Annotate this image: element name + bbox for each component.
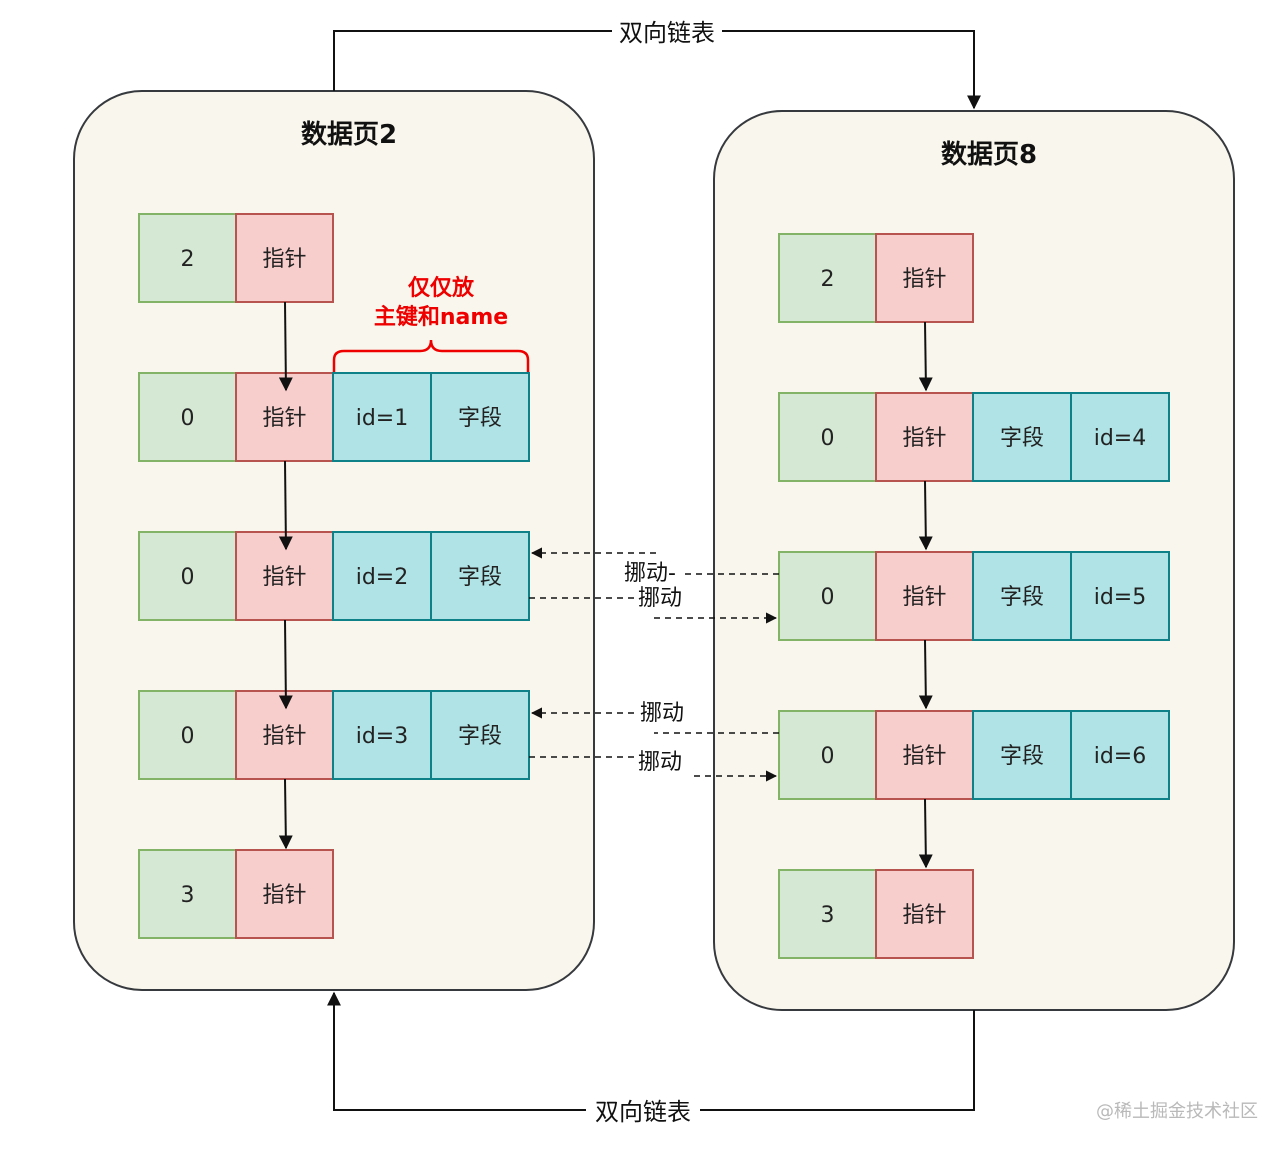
pointer-cell [875,392,974,482]
pointer-text: 指针 [902,585,946,610]
field-cell [430,531,530,621]
field-cell [1070,392,1170,482]
move-label-row3-lower: 挪动 [638,750,682,775]
watermark: @稀土掘金技术社区 [1096,1101,1258,1122]
index-text: 2 [821,267,835,292]
top-link-label-bg [612,16,722,48]
data-page-2-title: 数据页2 [301,120,397,150]
pointer-text: 指针 [902,267,946,292]
pointer-cell [875,551,974,641]
right-row-4: 3 指针 [778,869,974,959]
index-cell [778,710,877,800]
index-text: 3 [821,903,835,928]
index-cell [778,392,877,482]
pointer-text: 指针 [262,247,306,272]
top-link-label: 双向链表 [619,19,715,47]
right-row-2: 0 指针 字段 id=5 [778,551,1170,641]
bottom-link-label-bg [586,1095,700,1127]
right-row-0: 2 指针 [778,233,974,323]
field-cell [430,690,530,780]
right-pointer-arrow-2 [918,480,933,551]
bottom-link-label: 双向链表 [595,1098,691,1126]
index-text: 0 [181,406,195,431]
pointer-text: 指针 [902,903,946,928]
index-cell [778,551,877,641]
move-label-row2-lower: 挪动 [638,586,682,611]
right-pointer-arrow-1 [918,321,933,392]
move-label-row3-upper: 挪动 [640,701,684,726]
field-text: id=4 [1094,426,1147,451]
pointer-cell [235,849,334,939]
field-text: id=1 [356,406,409,431]
field-cell [1070,551,1170,641]
pointer-cell [875,710,974,800]
field-text: 字段 [1000,585,1044,610]
pointer-cell [875,869,974,959]
left-pointer-arrow-3 [278,619,293,710]
pointer-text: 指针 [262,724,306,749]
field-text: id=3 [356,724,409,749]
field-cell [1070,710,1170,800]
right-row-3: 0 指针 字段 id=6 [778,710,1170,800]
pointer-text: 指针 [262,565,306,590]
pointer-text: 指针 [262,883,306,908]
pointer-cell [235,213,334,303]
left-row-1: 0 指针 id=1 字段 [138,372,530,462]
index-cell [138,690,237,780]
field-cell [332,531,432,621]
left-pointer-arrow-4 [278,778,293,850]
field-text: 字段 [458,565,502,590]
index-cell [778,233,877,323]
field-cell [332,690,432,780]
left-row-2: 0 指针 id=2 字段 [138,531,530,621]
index-text: 3 [181,883,195,908]
index-text: 0 [821,426,835,451]
pointer-cell [875,233,974,323]
field-text: id=5 [1094,585,1147,610]
right-row-1: 0 指针 字段 id=4 [778,392,1170,482]
left-row-4: 3 指针 [138,849,334,939]
index-cell [138,849,237,939]
field-text: 字段 [458,406,502,431]
move-label-row2-upper: 挪动- [624,561,676,586]
field-cell [972,710,1072,800]
index-text: 0 [821,585,835,610]
pointer-text: 指针 [902,426,946,451]
index-text: 0 [181,565,195,590]
field-text: 字段 [458,724,502,749]
pointer-text: 指针 [902,744,946,769]
field-text: 字段 [1000,426,1044,451]
field-cell [332,372,432,462]
index-cell [138,531,237,621]
field-text: 字段 [1000,744,1044,769]
index-cell [138,372,237,462]
index-text: 2 [181,247,195,272]
annotation-line-2: 主键和name [374,304,508,330]
left-pointer-arrow-2 [278,460,293,551]
pointer-text: 指针 [262,406,306,431]
field-cell [972,392,1072,482]
annotation-line-1: 仅仅放 [408,275,475,301]
field-text: id=6 [1094,744,1147,769]
field-text: id=2 [356,565,409,590]
annotation-brace [332,339,530,372]
data-page-8-title: 数据页8 [941,140,1037,170]
index-text: 0 [181,724,195,749]
index-text: 0 [821,744,835,769]
left-row-3: 0 指针 id=3 字段 [138,690,530,780]
left-pointer-arrow-1 [278,301,293,392]
left-row-0: 2 指针 [138,213,334,303]
index-cell [138,213,237,303]
right-pointer-arrow-4 [918,798,933,869]
right-pointer-arrow-3 [918,639,933,710]
field-cell [430,372,530,462]
